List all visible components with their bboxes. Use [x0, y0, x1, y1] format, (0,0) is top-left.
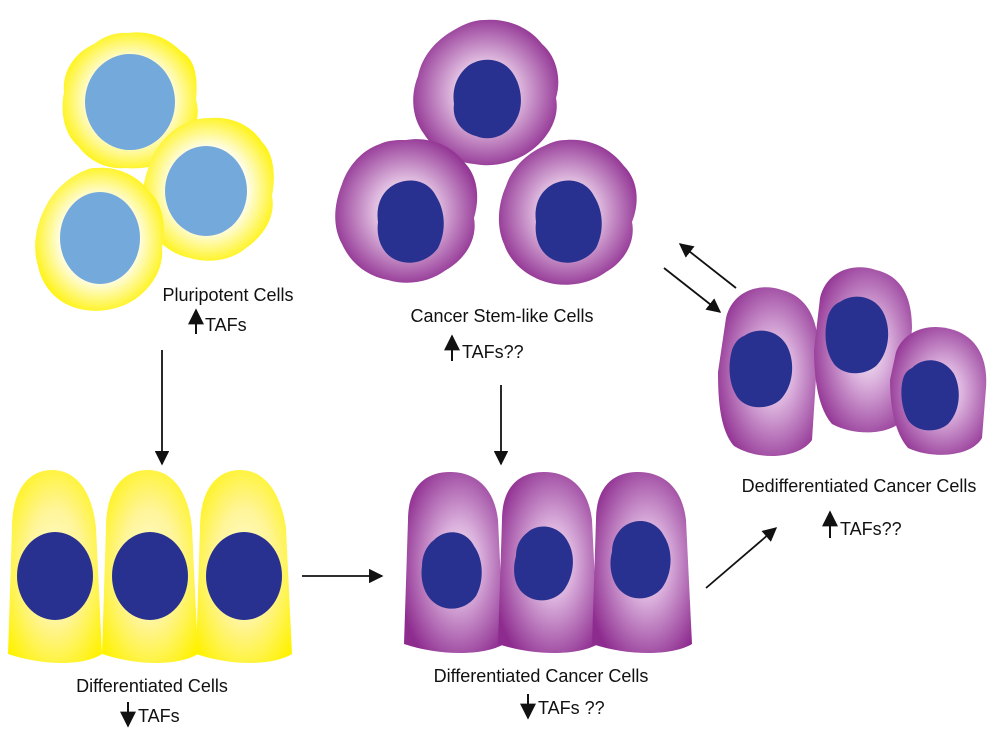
cancer-stem-label: Cancer Stem-like Cells: [410, 306, 593, 326]
differentiated-cell: [8, 470, 102, 663]
differentiated-taf-indicator: TAFs: [120, 702, 180, 728]
cancer-stem-cell: [335, 139, 478, 283]
diff-cancer-taf-text: TAFs ??: [538, 698, 605, 718]
cancer-stem-taf-text: TAFs??: [462, 342, 524, 362]
dediff-cancer-label: Dedifferentiated Cancer Cells: [742, 476, 977, 496]
pluripotent-cell: [142, 117, 274, 261]
dedifferentiated-cancer-cell: [718, 287, 818, 457]
diff-cancer-label: Differentiated Cancer Cells: [434, 666, 649, 686]
dediff-cancer-taf-text: TAFs??: [840, 519, 902, 539]
pluripotent-taf-text: TAFs: [205, 315, 247, 335]
differentiated-cancer-cell-row: [404, 472, 692, 653]
differentiated-taf-text: TAFs: [138, 706, 180, 726]
dediff-cancer-taf-indicator: TAFs??: [822, 510, 902, 539]
pluripotent-label: Pluripotent Cells: [162, 285, 293, 305]
dedifferentiated-cancer-cell: [890, 326, 987, 455]
cancer-stem-cell: [498, 139, 637, 285]
arrow-stem-to-dediff: [663, 267, 722, 313]
differentiated-cancer-cell: [592, 472, 692, 653]
differentiated-cell: [196, 470, 292, 663]
arrow-dediff-to-stem: [678, 243, 737, 289]
pluripotent-cell: [35, 167, 164, 311]
differentiated-cancer-cell: [404, 472, 504, 653]
differentiated-label: Differentiated Cells: [76, 676, 228, 696]
differentiated-cancer-cell: [498, 472, 598, 653]
arrow-diff-cancer-to-dediff: [705, 527, 778, 589]
dedifferentiated-cancer-cell: [814, 267, 912, 433]
pluripotent-cell: [62, 32, 198, 169]
dedifferentiated-cancer-cell-cluster: [718, 267, 987, 457]
pluripotent-cell-cluster: [35, 32, 274, 311]
cancer-stem-cell: [413, 19, 559, 166]
differentiated-cell-row: [8, 470, 292, 663]
pluripotent-taf-indicator: TAFs: [188, 308, 247, 335]
diff-cancer-taf-indicator: TAFs ??: [520, 694, 605, 720]
cancer-stem-cell-cluster: [335, 19, 637, 285]
differentiated-cell: [102, 470, 198, 663]
cancer-stem-taf-indicator: TAFs??: [444, 334, 524, 362]
